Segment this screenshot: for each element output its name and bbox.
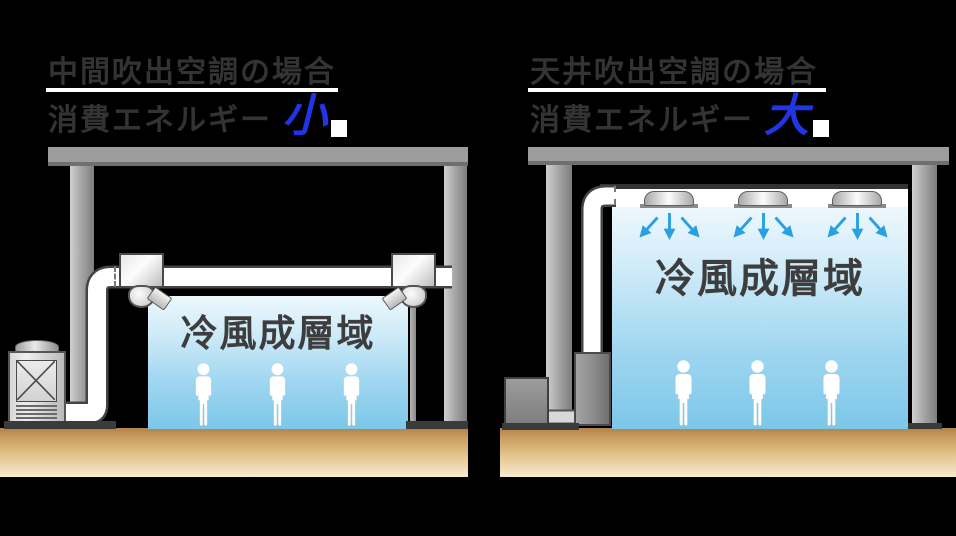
energy-label-left: 消費エネルギー (48, 103, 272, 137)
person-silhouette (823, 360, 840, 426)
title-left: 中間吹出空調の場合 (48, 56, 336, 89)
person-silhouette (195, 363, 212, 426)
nozzle1-plenum-box (119, 253, 164, 288)
cold-air-zone-label-right: 冷風成層域 (655, 257, 865, 301)
duct-joint-dash-left (114, 266, 116, 287)
nozzle2-plenum-box (391, 253, 436, 288)
outdoor-unit-right (504, 377, 549, 427)
diffuser3-base (828, 204, 886, 208)
diffuser2-base (734, 204, 792, 208)
duct-support-pole (410, 300, 416, 428)
person-silhouette (675, 360, 692, 426)
column-right-outer (546, 165, 572, 428)
energy-value-left: 小 (282, 90, 328, 142)
airflow-arrow-down-1 (663, 213, 676, 240)
title-underline-left (46, 88, 338, 92)
energy-value-right: 大 (764, 90, 810, 142)
base-strip-left-a (4, 421, 116, 429)
column-right-inner (912, 165, 937, 428)
column-left-inner (444, 166, 467, 428)
ceiling-beam-left (48, 147, 468, 166)
energy-label-right: 消費エネルギー (530, 103, 754, 137)
ac-grille-x-panel (16, 360, 57, 402)
person-silhouette (343, 363, 360, 426)
duct-joint-dash-right (614, 186, 616, 205)
diffuser1-base (640, 204, 698, 208)
duct-fill-left (60, 268, 452, 422)
base-strip-right-b (908, 423, 942, 429)
x-pattern (16, 360, 56, 401)
indoor-ahu-unit (574, 352, 611, 426)
ac-vent-slats (16, 405, 57, 420)
ceiling-beam-right (528, 147, 949, 165)
diffuser1-cap (644, 191, 694, 206)
ground-left (0, 428, 468, 477)
cold-air-zone-left (148, 296, 408, 429)
base-strip-right-a (502, 423, 579, 430)
diffuser2-cap (738, 191, 788, 206)
white-square-mark-right (813, 120, 830, 137)
base-strip-left-b (406, 421, 468, 429)
cold-air-zone-label-left: 冷風成層域 (180, 313, 376, 354)
person-silhouette (269, 363, 286, 426)
diffuser3-cap (832, 191, 882, 206)
person-silhouette (749, 360, 766, 426)
duct-fill-right (583, 187, 616, 354)
airflow-arrow-down-2 (757, 213, 770, 240)
white-square-mark-left (331, 120, 348, 137)
title-right: 天井吹出空調の場合 (530, 56, 818, 89)
energy-row-left: 消費エネルギー 小 (48, 90, 348, 142)
energy-row-right: 消費エネルギー 大 (530, 90, 830, 142)
airflow-arrow-down-3 (851, 213, 864, 240)
title-underline-right (528, 88, 826, 92)
ground-right (500, 428, 956, 477)
